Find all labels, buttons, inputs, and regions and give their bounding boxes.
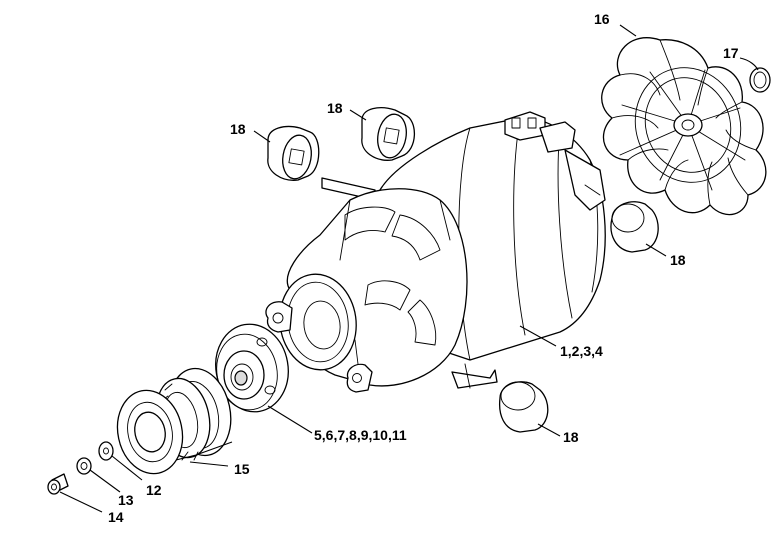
- label-damper-right: 18: [670, 252, 686, 268]
- label-bearing-set: 15: [234, 461, 250, 477]
- label-washer-spring: 13: [118, 492, 134, 508]
- label-damper-top-left: 18: [230, 121, 246, 137]
- label-damper-top-mid: 18: [327, 100, 343, 116]
- label-fan: 16: [594, 11, 610, 27]
- label-circlip: 17: [723, 45, 739, 61]
- circlip-part[interactable]: [749, 67, 771, 93]
- motor-housing-part[interactable]: [265, 111, 606, 393]
- label-damper-bottom: 18: [563, 429, 579, 445]
- washer-spring-part[interactable]: [76, 457, 92, 475]
- damper-top-left-part[interactable]: [267, 125, 320, 182]
- damper-bottom-part[interactable]: [498, 381, 549, 433]
- damper-top-mid-part[interactable]: [361, 107, 416, 161]
- damper-right-part[interactable]: [610, 201, 659, 253]
- label-screw: 14: [108, 509, 124, 525]
- label-washer-small: 12: [146, 482, 162, 498]
- screw-part[interactable]: [47, 473, 69, 495]
- label-motor-housing: 1,2,3,4: [560, 343, 603, 359]
- bearing-assembly-part[interactable]: [209, 318, 295, 417]
- washer-small-part[interactable]: [98, 441, 114, 461]
- leader-lines: [59, 24, 759, 513]
- front-ring-part[interactable]: [110, 384, 190, 479]
- fan-part[interactable]: [601, 37, 767, 216]
- label-bearing-assembly: 5,6,7,8,9,10,11: [314, 427, 407, 443]
